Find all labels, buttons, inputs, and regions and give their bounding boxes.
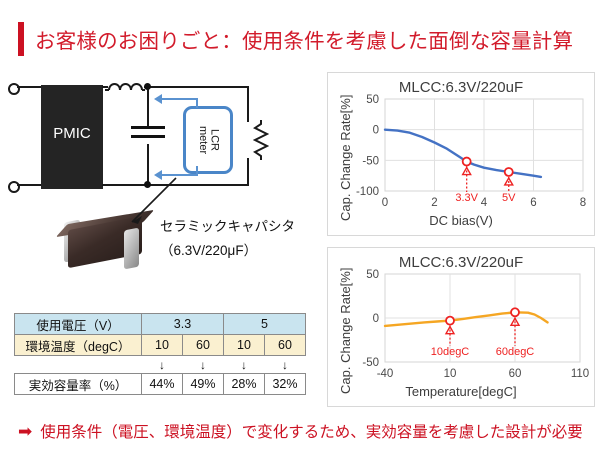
chart-dc-bias-title: MLCC:6.3V/220uF [398,79,524,96]
svg-text:2: 2 [431,197,437,209]
probe-wire-bottom [160,174,198,176]
chart-temperature-plot: -40 10 60 110 50 0 -50 10degC 60degC [362,269,589,380]
page-title: お客様のお困りごと：使用条件を考慮した面倒な容量計算 [18,18,588,60]
svg-text:-40: -40 [377,368,394,380]
inductor-icon [105,83,145,91]
input-terminal-bottom [8,181,20,193]
svg-text:3.3V: 3.3V [455,192,478,204]
effective-capacitance-table: 使用電圧（V） 3.3 5 環境温度（degC） 10 60 10 60 ↓ ↓… [14,313,306,395]
wire-in-bottom [17,184,43,186]
capacitor-caption-line1: セラミックキャパシタ [160,219,295,234]
node-top [144,83,151,90]
wire-in-top [17,86,43,88]
row-label-voltage: 使用電圧（V） [14,313,142,335]
footer-text: 使用条件（電圧、環境温度）で変化するため、実効容量を考慮した設計が必要 [40,424,583,441]
cell-eff-3: 28% [223,373,265,395]
capacitor-caption-line2: （6.3V/220μF） [160,242,258,258]
footer-note: ➡ 使用条件（電圧、環境温度）で変化するため、実効容量を考慮した設計が必要 [18,418,593,444]
title-text: お客様のお困りごと：使用条件を考慮した面倒な容量計算 [35,30,574,53]
svg-text:-50: -50 [362,155,379,167]
node-bottom [144,181,151,188]
input-terminal-top [8,83,20,95]
capacitor-symbol [131,126,165,146]
cell-eff-4: 32% [264,373,306,395]
probe-wire-bottom-up [196,166,198,176]
probe-wire-top-down [196,98,198,108]
svg-text:10degC: 10degC [431,346,470,358]
chart-temperature-title: MLCC:6.3V/220uF [398,254,524,271]
wire-res-top [247,86,249,122]
capacitor-caption: セラミックキャパシタ （6.3V/220μF） [160,215,320,262]
arrow-4: ↓ [264,355,306,374]
wire-cap-bottom [147,144,149,186]
wire-coil-to-right [144,86,248,88]
title-accent-bar [18,22,24,56]
table-row-arrows: ↓ ↓ ↓ ↓ [14,355,306,374]
table-row-effective: 実効容量率（%） 44% 49% 28% 32% [14,373,306,395]
row-label-temperature: 環境温度（degC） [14,334,142,356]
wire-pmic-to-coil [102,86,108,88]
svg-text:-100: -100 [356,186,379,198]
svg-text:0: 0 [373,313,379,325]
svg-text:0: 0 [373,125,379,137]
chart-dc-bias-xlabel: DC bias(V) [429,213,493,228]
cell-eff-2: 49% [182,373,224,395]
table-row-voltage: 使用電圧（V） 3.3 5 [14,313,306,335]
wire-cap-top [147,86,149,128]
cell-temp-3: 10 [223,334,265,356]
arrow-3: ↓ [223,355,265,374]
svg-text:5V: 5V [502,192,516,204]
chart-dc-bias: MLCC:6.3V/220uF Cap. Change Rate[%] DC b… [327,72,595,236]
svg-text:-50: -50 [362,357,379,369]
svg-text:60degC: 60degC [496,346,535,358]
chart-temperature: MLCC:6.3V/220uF Cap. Change Rate[%] Temp… [327,247,595,407]
table-row-temperature: 環境温度（degC） 10 60 10 60 [14,334,306,356]
lcr-label-line1: LCR [208,128,221,151]
wire-res-bottom [247,158,249,186]
arrow-2: ↓ [182,355,224,374]
svg-text:0: 0 [382,197,388,209]
cell-voltage-3v3: 3.3 [141,313,224,335]
svg-text:10: 10 [444,368,457,380]
svg-text:6: 6 [530,197,536,209]
arrow-1: ↓ [141,355,183,374]
svg-text:110: 110 [571,368,589,380]
svg-text:50: 50 [366,269,379,281]
svg-text:50: 50 [366,94,379,106]
probe-arrow-bottom [154,170,162,180]
cell-temp-4: 60 [264,334,306,356]
cell-eff-1: 44% [141,373,183,395]
probe-wire-top [160,98,198,100]
wire-bottom-rail [102,184,248,186]
svg-text:8: 8 [580,197,586,209]
chart-dc-bias-plot: 0 2 4 6 8 50 0 -50 -100 3.3V 5V [356,94,586,209]
arrow-right-icon: ➡ [18,421,33,441]
row-label-effective: 実効容量率（%） [14,373,142,395]
capacitor-leader-line [131,177,177,224]
arrow-spacer [14,355,142,374]
lcr-label-line2: meter [197,125,209,155]
pmic-label: PMIC [53,125,91,142]
cell-voltage-5v: 5 [223,313,306,335]
cell-temp-1: 10 [141,334,183,356]
resistor-icon [253,120,269,160]
cell-temp-2: 60 [182,334,224,356]
svg-text:4: 4 [481,197,488,209]
probe-arrow-top [154,94,162,104]
chart-temperature-xlabel: Temperature[degC] [405,384,517,399]
svg-text:60: 60 [509,368,522,380]
pmic-block: PMIC [41,85,103,189]
